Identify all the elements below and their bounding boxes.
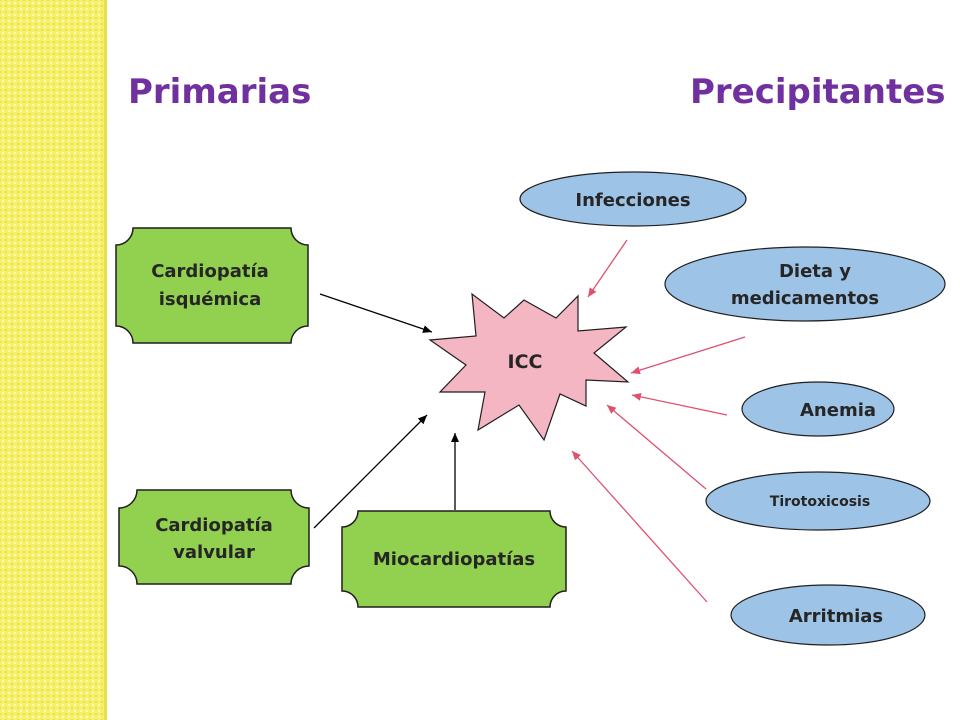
arrow-ischemic-to-icc: [319, 293, 433, 333]
oval-infections-label: Infecciones: [575, 190, 690, 211]
primary-box-valvular-shape: [118, 489, 310, 585]
icc-starburst-shape: [428, 292, 630, 442]
primary-box-valvular-line1: Cardiopatía: [155, 515, 273, 536]
oval-diet-drugs: Dieta y medicamentos: [664, 246, 946, 322]
arrow-infections-to-icc: [587, 239, 628, 298]
arrow-thyrotoxicosis-to-icc: [606, 404, 707, 490]
primary-box-valvular: Cardiopatía valvular: [118, 489, 310, 585]
icc-label: ICC: [508, 351, 543, 373]
oval-infections-shape: [519, 171, 747, 227]
primary-box-ischemic: Cardiopatía isquémica: [115, 227, 309, 344]
oval-anemia-shape: [741, 381, 895, 437]
primary-box-cardiomyopathy-label: Miocardiopatías: [373, 549, 535, 570]
oval-arrhythmias-shape: [730, 584, 926, 646]
oval-diet-drugs-line1: Dieta y: [779, 261, 851, 282]
primary-box-cardiomyopathy: Miocardiopatías: [341, 510, 567, 608]
oval-thyrotoxicosis-label: Tirotoxicosis: [770, 494, 870, 510]
arrow-anemia-to-icc: [631, 392, 728, 416]
oval-diet-drugs-shape: [664, 246, 946, 322]
side-bar-edge: [104, 0, 107, 720]
primary-box-valvular-line2: valvular: [173, 542, 255, 563]
oval-anemia-label: Anemia: [800, 400, 876, 421]
primary-box-ischemic-line1: Cardiopatía: [151, 261, 269, 282]
decorative-side-bar: [0, 0, 104, 720]
primary-box-ischemic-line2: isquémica: [159, 289, 262, 310]
oval-anemia: Anemia: [741, 381, 895, 437]
oval-thyrotoxicosis: Tirotoxicosis: [705, 471, 931, 531]
oval-arrhythmias-label: Arritmias: [789, 606, 883, 627]
oval-thyrotoxicosis-shape: [705, 471, 931, 531]
primary-box-ischemic-shape: [115, 227, 309, 344]
icc-node: ICC: [428, 292, 630, 442]
arrow-diet-to-icc: [630, 336, 746, 375]
oval-infections: Infecciones: [519, 171, 747, 227]
oval-arrhythmias: Arritmias: [730, 584, 926, 646]
heading-primary: Primarias: [128, 72, 312, 112]
heading-precipitating: Precipitantes: [690, 72, 946, 112]
primary-box-cardiomyopathy-shape: [341, 510, 567, 608]
arrow-arrhythmias-to-icc: [571, 450, 708, 603]
oval-diet-drugs-line2: medicamentos: [731, 288, 879, 309]
arrow-valvular-to-icc: [313, 414, 428, 529]
